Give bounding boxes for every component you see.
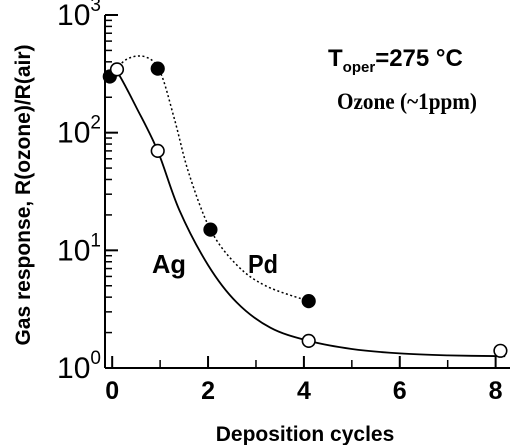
- x-tick-label: 8: [489, 377, 503, 405]
- gas-annotation: Ozone (~1ppm): [337, 89, 477, 114]
- data-point-ag: [301, 333, 316, 348]
- data-point-pd: [203, 222, 218, 237]
- series-curve-pd: [109, 55, 309, 302]
- y-axis-ticks: 100 101 102 103: [57, 0, 118, 385]
- temperature-subscript: oper: [343, 59, 376, 76]
- x-tick-label: 4: [297, 377, 311, 405]
- data-point-pd: [301, 294, 316, 309]
- temperature-symbol: T: [328, 45, 343, 72]
- y-tick-label: 103: [57, 0, 101, 32]
- series-curve-ag: [109, 68, 506, 358]
- y-axis-title: Gas response, R(ozone)/R(air): [12, 44, 35, 345]
- series-label-ag: Ag: [152, 249, 186, 279]
- y-tick-label: 101: [57, 230, 101, 267]
- series-layer: [102, 55, 508, 358]
- series-label-pd: Pd: [248, 249, 278, 279]
- x-tick-label: 0: [105, 377, 119, 405]
- temperature-value: =275 °C: [375, 45, 463, 72]
- x-axis-title: Deposition cycles: [216, 423, 395, 445]
- y-tick-label: 102: [57, 113, 101, 150]
- data-point-ag: [493, 343, 508, 358]
- data-point-ag: [150, 143, 165, 158]
- x-tick-label: 2: [201, 377, 215, 405]
- x-tick-label: 6: [393, 377, 407, 405]
- x-axis-ticks: 0 2 4 6 8: [105, 356, 503, 405]
- data-point-pd: [150, 61, 165, 76]
- data-point-ag: [109, 62, 125, 77]
- y-tick-label: 100: [57, 348, 101, 385]
- temperature-annotation: Toper=275 °C: [328, 45, 463, 76]
